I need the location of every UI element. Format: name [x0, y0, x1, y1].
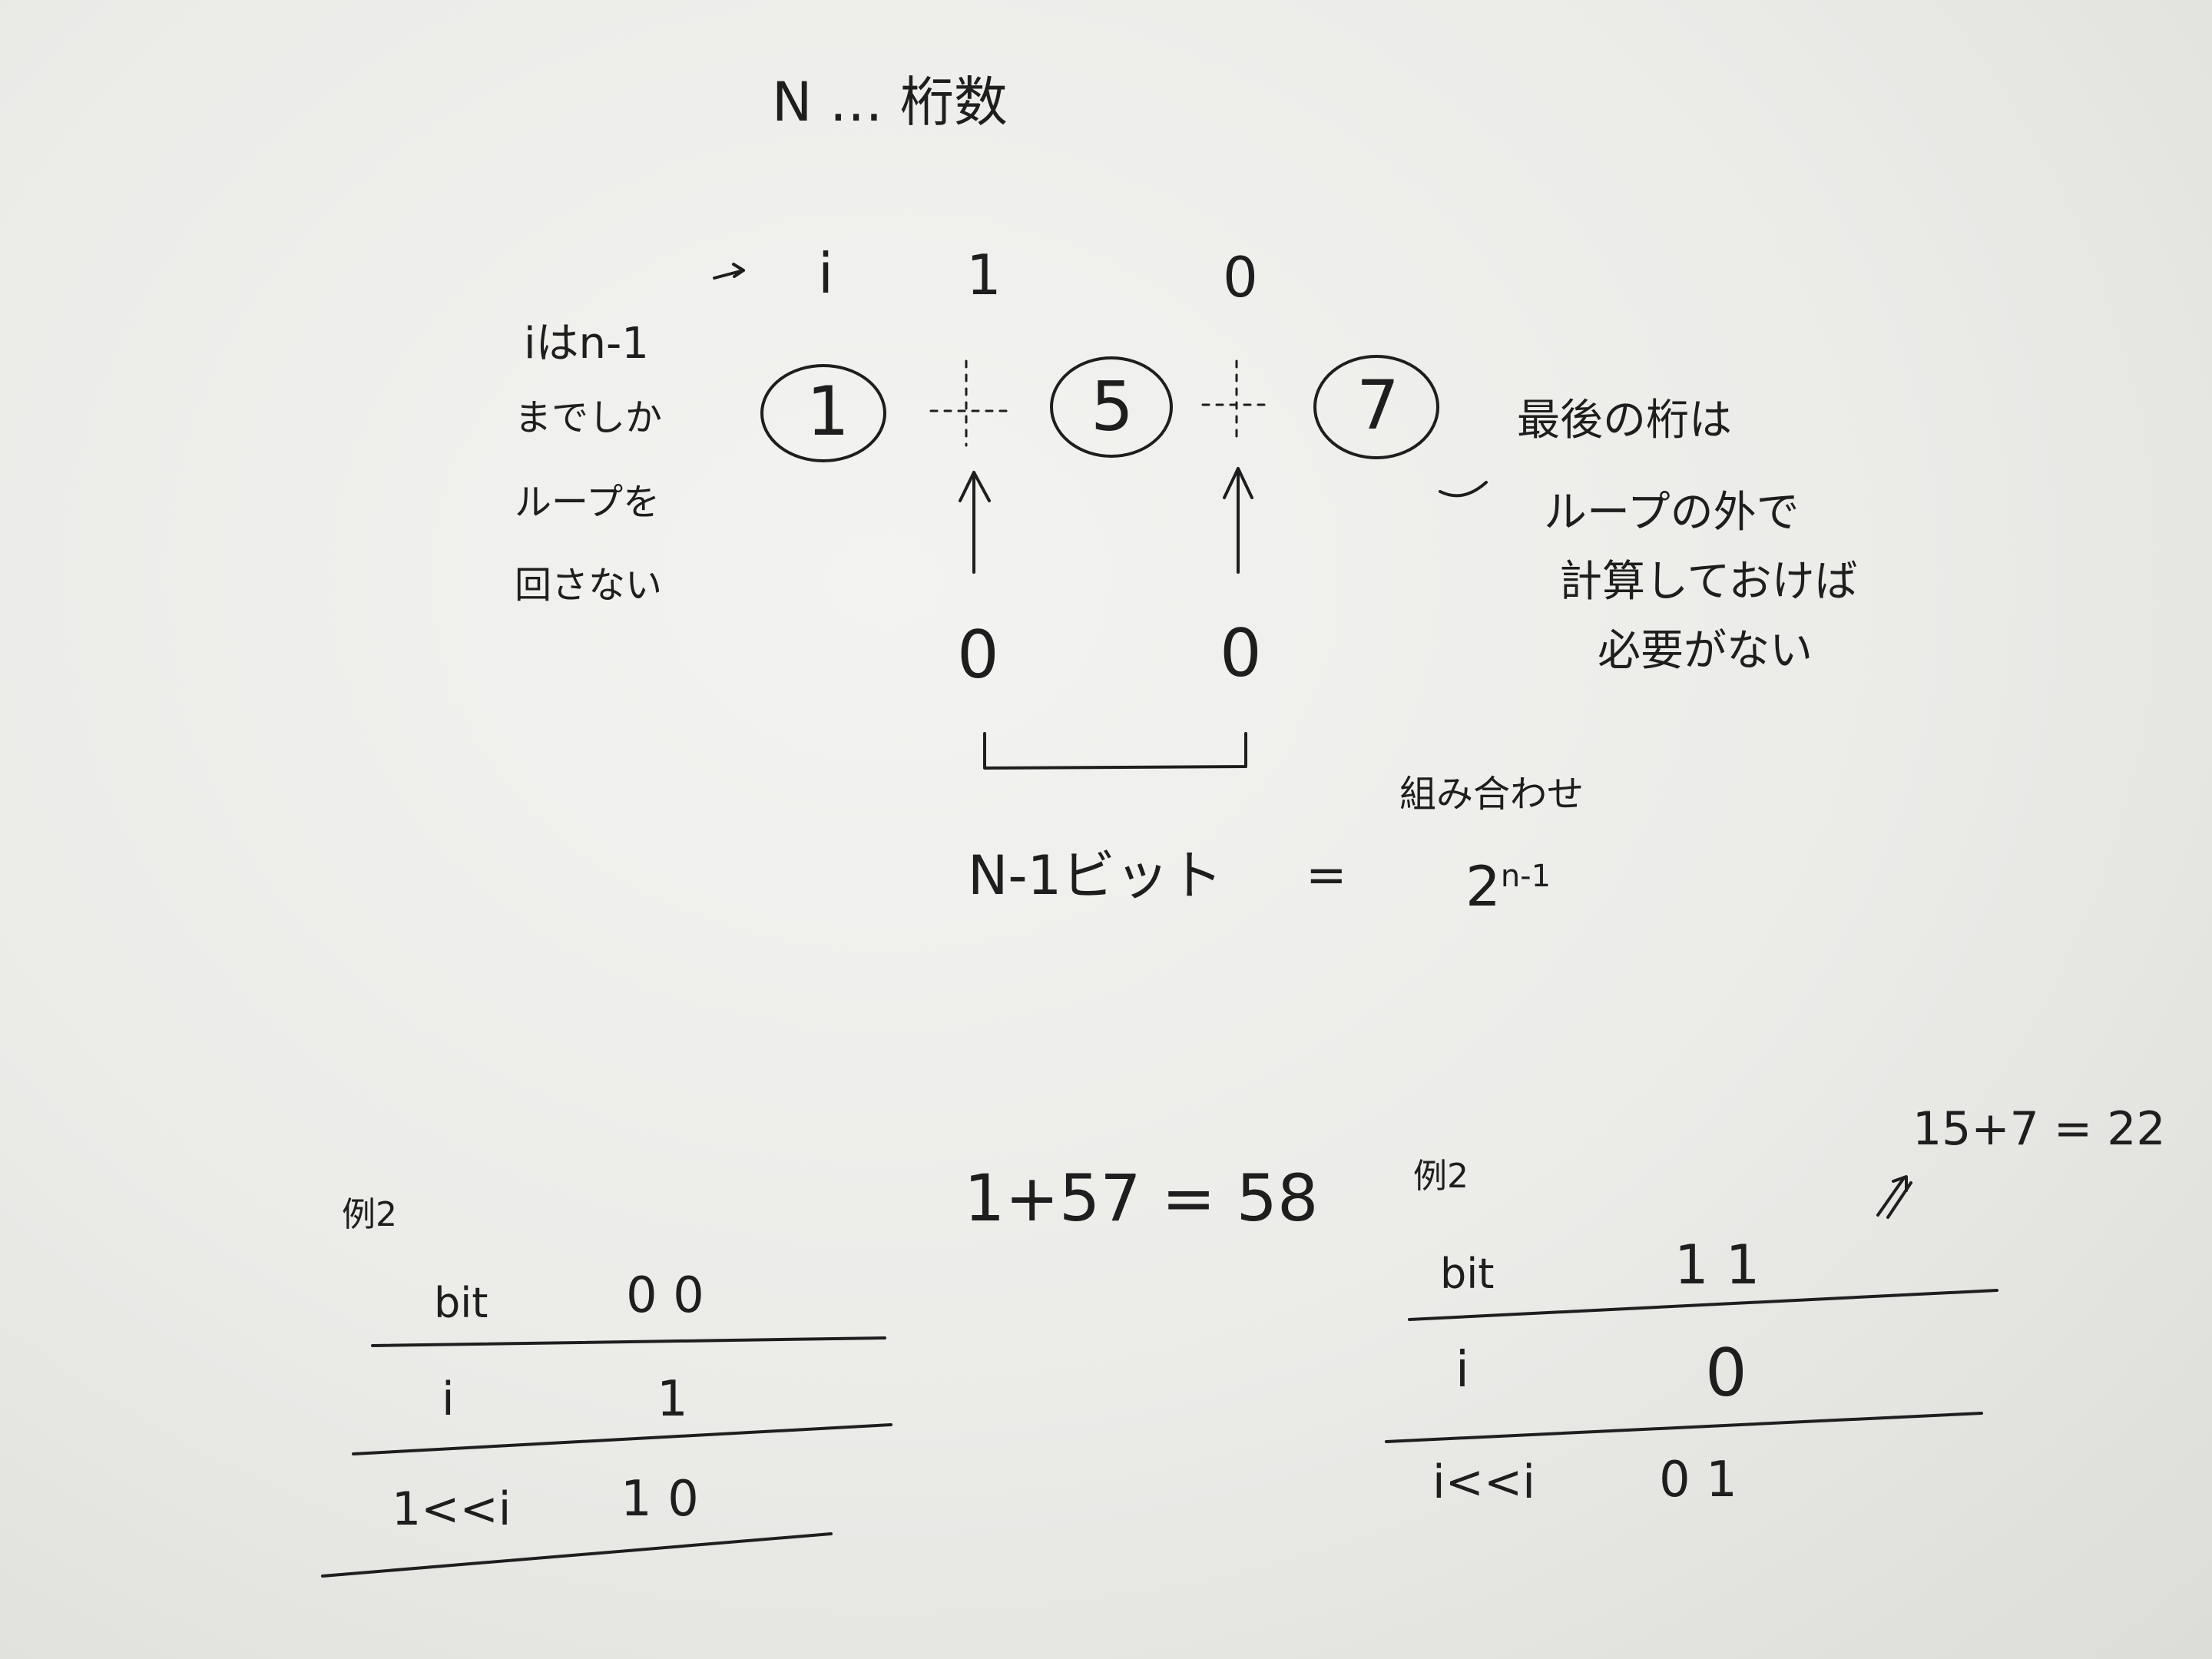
table-row-value: 1 1 [1674, 1233, 1760, 1296]
combinations-formula: 2n-1 [1465, 859, 1551, 914]
table-row-value: 0 [1705, 1335, 1747, 1412]
equals-sign: = [1306, 847, 1347, 904]
table-row-value: 0 0 [626, 1267, 704, 1324]
table-line [352, 1423, 892, 1455]
bit-bracket [983, 732, 1247, 770]
left-note-line: 回さない [515, 564, 663, 607]
arrow-up-icon [1223, 467, 1253, 574]
table-row-label: bit [434, 1279, 488, 1327]
arrow-up-icon [959, 471, 991, 574]
plus-mark-left [929, 359, 1008, 447]
digit-circle-7 [1313, 355, 1439, 459]
plus-mark-right [1201, 359, 1269, 445]
digit-7: 7 [1356, 366, 1399, 445]
example-result: 15+7 = 22 [1912, 1102, 2166, 1156]
combinations-label: 組み合わせ [1399, 773, 1584, 816]
table-row-label: i<<i [1432, 1455, 1535, 1509]
note-curl [1439, 481, 1488, 498]
double-arrow-icon [1876, 1175, 1912, 1219]
table-line [1385, 1412, 1983, 1443]
table-row-label: i [1455, 1342, 1469, 1399]
table-row-value: 0 1 [1659, 1452, 1737, 1508]
page-title: N … 桁数 [772, 71, 1008, 134]
left-note-line: iはn-1 [524, 319, 649, 369]
bit-index-value: 0 [1223, 245, 1258, 310]
left-note-line: ループを [515, 481, 661, 524]
bit-value: 0 [957, 617, 999, 694]
digit-circle-1 [760, 364, 886, 462]
table-row-value: 1 0 [621, 1471, 699, 1528]
right-note-line: 必要がない [1598, 626, 1813, 676]
combinations-exponent: n-1 [1500, 859, 1551, 894]
right-note-line: 最後の桁は [1517, 396, 1732, 445]
bit-value: 0 [1220, 615, 1262, 692]
table-line [1408, 1289, 1998, 1321]
table-line [371, 1336, 886, 1347]
i-label: i [818, 241, 834, 306]
table-row-label: i [442, 1373, 455, 1426]
right-note-line: ループの外で [1544, 488, 1800, 538]
digit-circle-5 [1050, 356, 1173, 458]
bit-count-label: N-1ビット [968, 844, 1224, 907]
example-label: 例2 [342, 1195, 397, 1234]
digit-5: 5 [1091, 367, 1134, 446]
right-note-line: 計算しておけば [1559, 557, 1858, 607]
example-label: 例2 [1413, 1157, 1469, 1196]
small-arrow-icon [713, 263, 745, 280]
digit-1: 1 [806, 372, 849, 451]
table-line [321, 1532, 833, 1578]
table-row-value: 1 [657, 1371, 688, 1428]
table-row-label: bit [1440, 1250, 1495, 1298]
combinations-base: 2 [1465, 854, 1501, 919]
bit-index-value: 1 [966, 243, 1002, 307]
table-row-label: 1<<i [392, 1482, 512, 1536]
example-result: 1+57 = 58 [964, 1161, 1319, 1236]
left-note-line: までしか [515, 396, 663, 439]
